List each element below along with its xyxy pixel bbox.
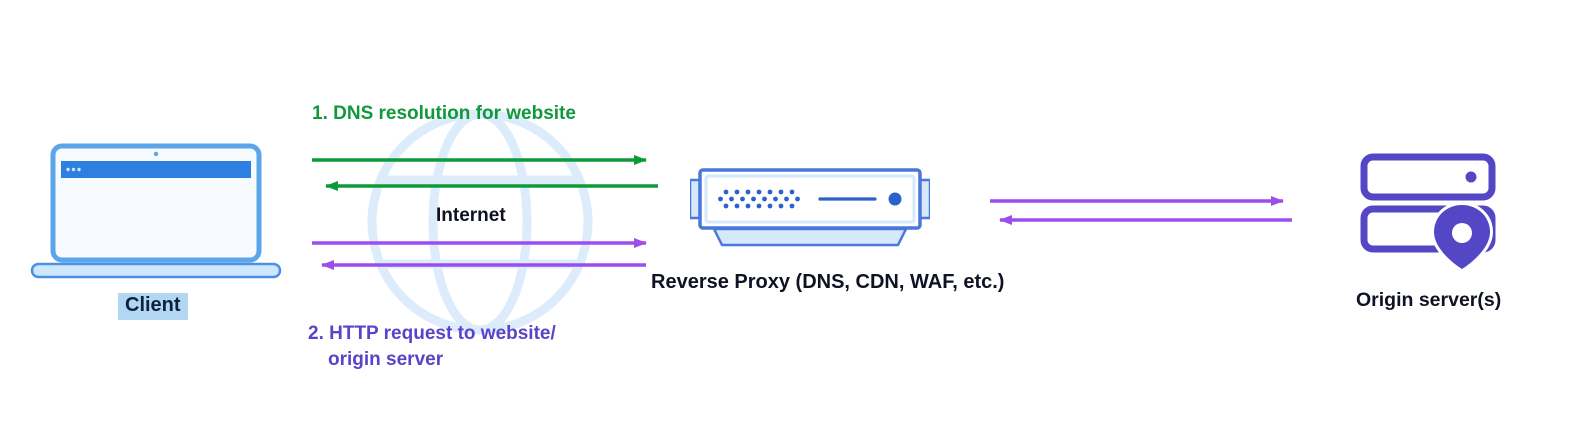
http-step-label-line2: origin server — [328, 349, 444, 370]
http-step-label: 2. HTTP request to website/ origin serve… — [308, 321, 556, 373]
dns-step-label: 1. DNS resolution for website — [312, 103, 576, 124]
reverse-proxy-label: Reverse Proxy (DNS, CDN, WAF, etc.) — [651, 271, 1005, 293]
http-step-label-line1: 2. HTTP request to website/ — [308, 323, 556, 344]
internet-label: Internet — [436, 205, 506, 226]
origin-server-label: Origin server(s) — [1356, 289, 1502, 311]
client-label: Client — [118, 293, 188, 320]
